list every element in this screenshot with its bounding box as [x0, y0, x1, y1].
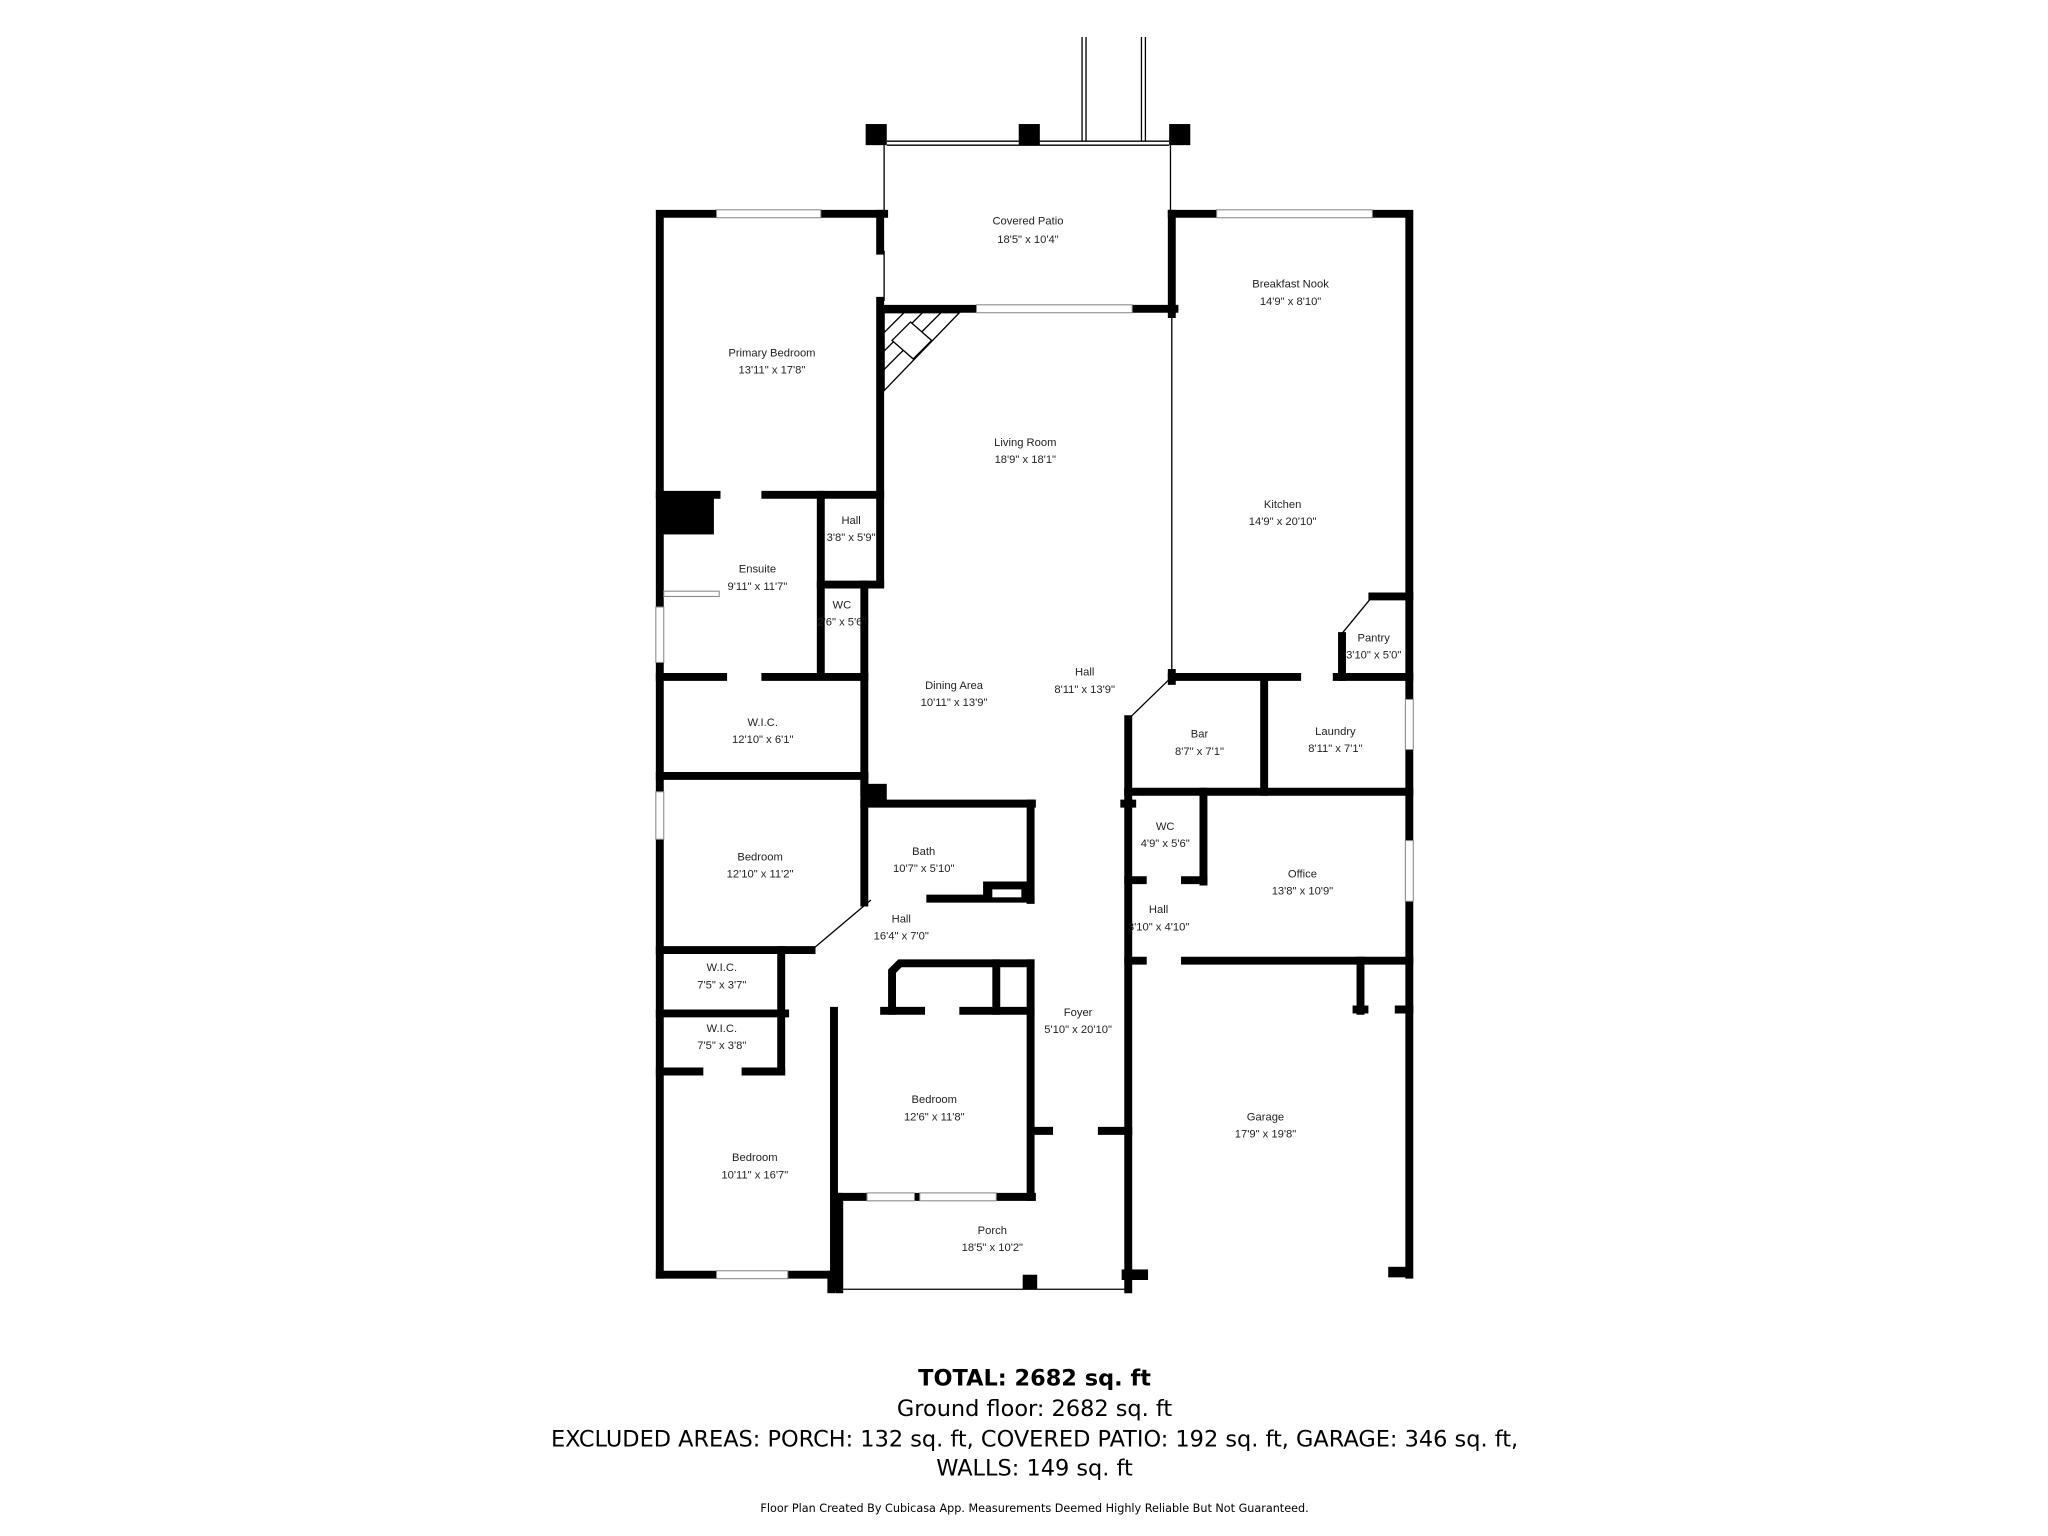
room-dims: 8'7" x 7'1" — [1175, 746, 1224, 758]
room-dims: 3'10" x 5'0" — [1346, 649, 1401, 661]
room-name: Garage — [1247, 1111, 1284, 1123]
room-name: Bedroom — [732, 1152, 777, 1164]
room-dims: 4'9" x 5'6" — [1141, 838, 1190, 850]
room-name: Bedroom — [737, 851, 782, 863]
room-name: Covered Patio — [992, 215, 1063, 227]
room-dims: 7'5" x 3'7" — [697, 979, 746, 991]
room-name: Hall — [1149, 904, 1168, 916]
patio-post — [1169, 124, 1191, 146]
room-name: Living Room — [994, 437, 1056, 449]
column-block — [662, 494, 714, 535]
column-block — [864, 783, 887, 805]
room-name: Primary Bedroom — [728, 347, 815, 359]
walls-area: WALLS: 149 sq. ft — [936, 1455, 1133, 1481]
disclaimer: Floor Plan Created By Cubicasa App. Meas… — [760, 1502, 1308, 1515]
fireplace — [883, 312, 961, 393]
room-name: W.I.C. — [707, 962, 738, 974]
room-dims: 18'9" x 18'1" — [995, 454, 1056, 466]
patio-post — [1018, 124, 1040, 146]
room-dims: 10'11" x 13'9" — [921, 697, 988, 709]
room-dims: 14'9" x 8'10" — [1260, 296, 1321, 308]
room-name: Pantry — [1357, 632, 1390, 644]
room-dims: 18'5" x 10'2" — [962, 1242, 1023, 1254]
room-labels: Covered Patio 18'5" x 10'4" Breakfast Noo… — [697, 215, 1401, 1254]
room-name: Office — [1288, 869, 1317, 881]
room-dims: 7'5" x 3'8" — [697, 1040, 746, 1052]
room-name: W.I.C. — [707, 1023, 738, 1035]
windows — [655, 209, 1414, 1280]
room-dims: 17'9" x 19'8" — [1235, 1128, 1296, 1140]
room-name: Laundry — [1315, 726, 1356, 738]
room-dims: 9'11" x 11'7" — [728, 581, 788, 593]
room-dims: 12'10" x 6'1" — [732, 734, 793, 746]
room-dims: 18'5" x 10'4" — [997, 234, 1058, 246]
room-name: Kitchen — [1264, 499, 1301, 511]
room-dims: 2'6" x 5'6" — [817, 616, 866, 628]
room-name: WC — [1156, 821, 1175, 833]
room-dims: 10'7" x 5'10" — [893, 863, 954, 875]
room-name: Ensuite — [739, 564, 776, 576]
room-dims: 13'8" x 10'9" — [1272, 886, 1333, 898]
room-dims: 13'11" x 17'8" — [739, 364, 806, 376]
room-name: Hall — [841, 515, 860, 527]
room-name: WC — [833, 599, 852, 611]
patio-post — [865, 124, 887, 146]
excluded-areas: EXCLUDED AREAS: PORCH: 132 sq. ft, COVER… — [551, 1426, 1518, 1452]
room-name: Breakfast Nook — [1252, 279, 1329, 291]
room-dims: 8'11" x 7'1" — [1308, 743, 1362, 755]
room-name: Hall — [892, 913, 911, 925]
room-name: W.I.C. — [747, 717, 778, 729]
room-dims: 14'9" x 20'10" — [1249, 516, 1317, 528]
room-name: Dining Area — [925, 680, 984, 692]
room-name: Foyer — [1064, 1007, 1093, 1019]
room-name: Bath — [912, 846, 935, 858]
room-name: Hall — [1075, 667, 1094, 679]
room-name: Porch — [978, 1225, 1007, 1237]
room-dims: 3'8" x 5'9" — [827, 532, 876, 544]
area-summary: TOTAL: 2682 sq. ft Ground floor: 2682 sq… — [551, 1366, 1518, 1516]
room-dims: 12'10" x 11'2" — [727, 869, 794, 881]
room-dims: 5'10" x 20'10" — [1044, 1024, 1112, 1036]
room-name: Bedroom — [912, 1094, 957, 1106]
total-area: TOTAL: 2682 sq. ft — [918, 1366, 1151, 1392]
room-dims: 10'11" x 16'7" — [721, 1169, 788, 1181]
room-dims: 3'10" x 4'10" — [1128, 921, 1189, 933]
room-name: Bar — [1191, 729, 1209, 741]
room-dims: 8'11" x 13'9" — [1054, 684, 1115, 696]
room-dims: 12'6" x 11'8" — [904, 1111, 965, 1123]
ground-floor-area: Ground floor: 2682 sq. ft — [897, 1396, 1173, 1422]
room-dims: 16'4" x 7'0" — [874, 931, 929, 943]
